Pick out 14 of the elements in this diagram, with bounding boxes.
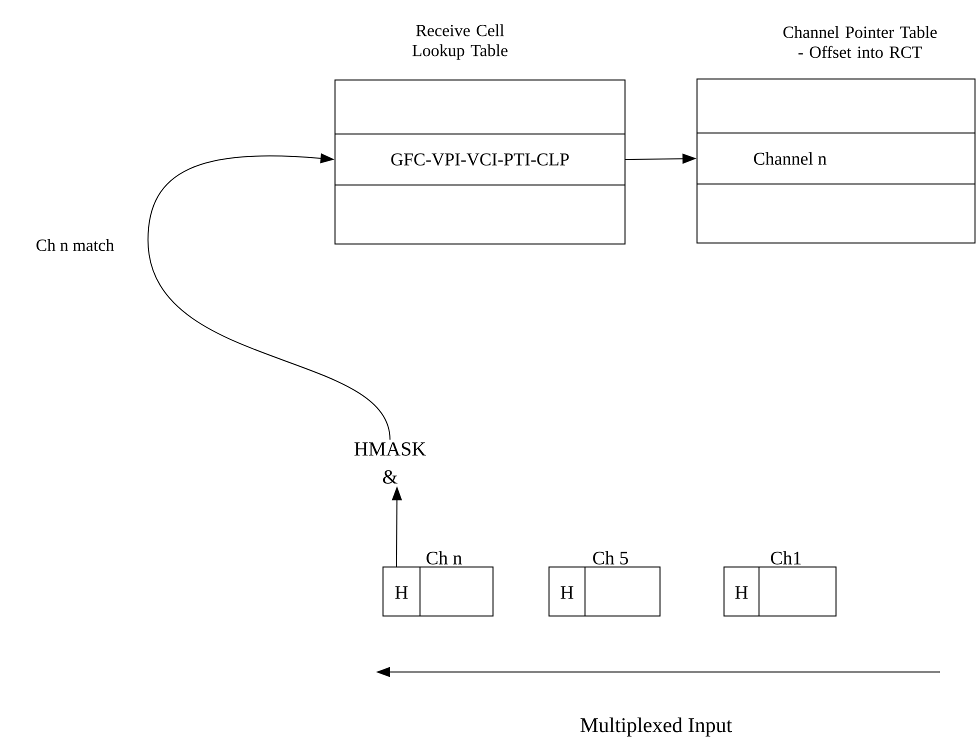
node-label: Ch n bbox=[426, 551, 462, 565]
input-label: Multiplexed Input bbox=[580, 718, 732, 737]
cell-box: Ch 5 H bbox=[548, 551, 660, 616]
arrow bbox=[148, 153, 390, 440]
table-row: Channel n bbox=[696, 132, 976, 184]
cell-box: Ch n H bbox=[382, 551, 494, 616]
node-label: Receive Cell Lookup Table bbox=[412, 24, 508, 60]
operation-label: HMASK & bbox=[354, 442, 426, 484]
cell-box: Ch1 H bbox=[724, 551, 836, 616]
edge-label: Ch n match bbox=[34, 238, 116, 252]
node-label: Ch1 bbox=[770, 551, 801, 565]
node-label: Ch 5 bbox=[593, 551, 628, 565]
table-row: GFC-VPI-VCI-PTI-CLP bbox=[334, 134, 626, 186]
node-label: Channel Pointer Table - Offset into RCT bbox=[783, 26, 937, 58]
